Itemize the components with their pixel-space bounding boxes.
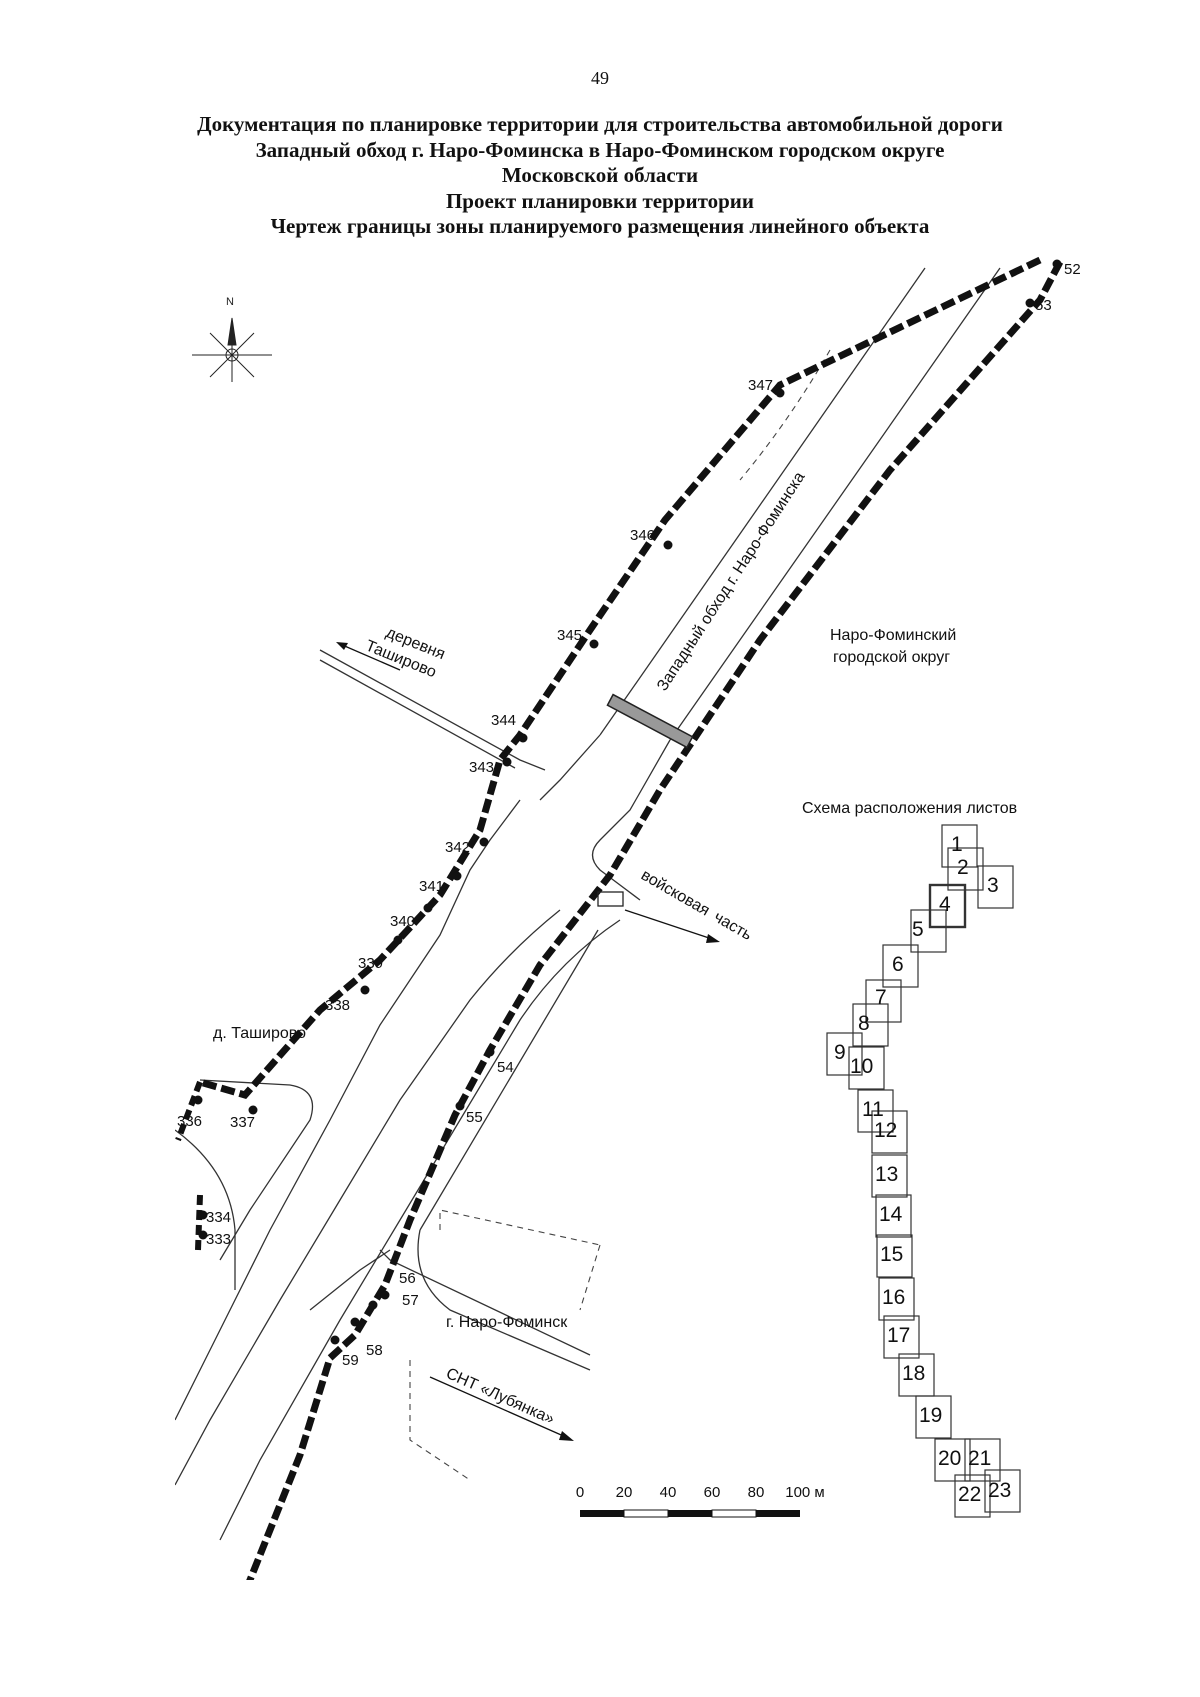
- title-line-3: Московской области: [501, 163, 699, 187]
- title-line-1: Документация по планировке территории дл…: [197, 112, 1003, 136]
- north-arrow-icon: N: [192, 296, 272, 382]
- town-label: г. Наро-Фоминск: [446, 1314, 568, 1331]
- scale-tick-20: 20: [616, 1484, 633, 1501]
- sheet-5: 5: [912, 918, 924, 941]
- document-title: Документация по планировке территории дл…: [0, 112, 1200, 240]
- point-label-55: 55: [466, 1109, 483, 1126]
- point-label-340: 340: [390, 913, 415, 930]
- military-road-arrow-icon: [624, 909, 720, 943]
- point-label-334: 334: [206, 1209, 231, 1226]
- sheet-2: 2: [957, 856, 969, 879]
- sheet-numbers: 1 2 3 4 5 6 7 8 9 10 11 12 13 14 15 16 1…: [834, 833, 1011, 1506]
- sheet-15: 15: [880, 1243, 903, 1266]
- point-label-346: 346: [630, 527, 655, 544]
- sheet-6: 6: [892, 953, 904, 976]
- point-label-337: 337: [230, 1114, 255, 1131]
- point-label-341: 341: [419, 878, 444, 895]
- boundary-left-lower: [175, 1080, 203, 1251]
- scale-bar: 0 20 40 60 80 100 м: [576, 1484, 825, 1518]
- sheet-3: 3: [987, 874, 999, 897]
- district-label-line-1: Наро-Фоминский: [830, 627, 956, 644]
- road-lines: [175, 267, 1001, 1541]
- sheet-12: 12: [874, 1119, 897, 1142]
- point-label-345: 345: [557, 627, 582, 644]
- boundary-point-markers: [193, 259, 1062, 1345]
- title-line-2: Западный обход г. Наро-Фоминска в Наро-Ф…: [255, 137, 945, 162]
- point-label-57: 57: [402, 1292, 419, 1309]
- boundary-point-labels: 347 346 345 344 343 342 341 340 339 338 …: [177, 261, 1081, 1369]
- sheet-19: 19: [919, 1404, 942, 1427]
- title-line-5: Чертеж границы зоны планируемого размеще…: [270, 214, 930, 238]
- scale-tick-100: 100 м: [785, 1484, 825, 1501]
- point-label-52: 52: [1064, 261, 1081, 278]
- military-road-label-line-2: часть: [711, 909, 755, 944]
- north-letter: N: [226, 296, 234, 308]
- point-label-58: 58: [366, 1342, 383, 1359]
- sheet-13: 13: [875, 1163, 898, 1186]
- point-label-342: 342: [445, 839, 470, 856]
- point-label-333: 333: [206, 1231, 231, 1248]
- sheet-11: 11: [862, 1098, 884, 1121]
- military-road-label-line-1: войсковая: [638, 867, 712, 920]
- sheet-21: 21: [968, 1447, 991, 1470]
- point-label-336: 336: [177, 1113, 202, 1130]
- sheet-22: 22: [958, 1483, 981, 1506]
- dashed-lines: [409, 349, 831, 1481]
- point-label-59: 59: [342, 1352, 359, 1369]
- sheet-23: 23: [988, 1479, 1011, 1502]
- point-label-53: 53: [1035, 297, 1052, 314]
- scale-tick-40: 40: [660, 1484, 677, 1501]
- boundary-left: [199, 256, 1042, 1099]
- bridge: [606, 693, 694, 749]
- point-label-338: 338: [325, 997, 350, 1014]
- title-line-4: Проект планировки территории: [445, 188, 755, 213]
- sheet-scheme-title: Схема расположения листов: [802, 800, 1017, 817]
- sheet-16: 16: [882, 1286, 905, 1309]
- sheet-14: 14: [879, 1203, 903, 1226]
- point-label-343: 343: [469, 759, 494, 776]
- scale-tick-80: 80: [748, 1484, 765, 1501]
- sheet-1: 1: [951, 833, 963, 856]
- village-road-label: деревня Таширово: [363, 624, 447, 681]
- snt-label: СНТ «Лубянка»: [443, 1365, 556, 1428]
- snt-arrow-icon: [429, 1376, 574, 1441]
- point-label-347: 347: [748, 377, 773, 394]
- military-gate: [597, 891, 624, 907]
- scale-tick-60: 60: [704, 1484, 721, 1501]
- military-road-label: войсковая часть: [638, 867, 755, 944]
- district-label: Наро-Фоминский городской округ: [830, 627, 956, 666]
- sheet-tiles: [826, 824, 1021, 1518]
- sheet-17: 17: [887, 1324, 910, 1347]
- district-label-line-2: городской округ: [833, 649, 950, 666]
- sheet-10: 10: [850, 1055, 873, 1078]
- boundary-right: [246, 260, 1064, 1580]
- sheet-scheme: Схема расположения листов: [802, 800, 1021, 1518]
- scale-tick-0: 0: [576, 1484, 584, 1501]
- point-label-344: 344: [491, 712, 516, 729]
- sheet-18: 18: [902, 1362, 925, 1385]
- page-number: 49: [591, 68, 609, 88]
- point-label-339: 339: [358, 955, 383, 972]
- sheet-20: 20: [938, 1447, 961, 1470]
- sheet-4: 4: [939, 893, 951, 916]
- village-label: д. Таширово: [213, 1025, 306, 1042]
- point-label-54: 54: [497, 1059, 514, 1076]
- sheet-8: 8: [858, 1012, 870, 1035]
- sheet-9: 9: [834, 1041, 846, 1064]
- village-road-arrow-icon: [336, 642, 401, 671]
- point-label-56: 56: [399, 1270, 416, 1287]
- sheet-7: 7: [875, 986, 887, 1009]
